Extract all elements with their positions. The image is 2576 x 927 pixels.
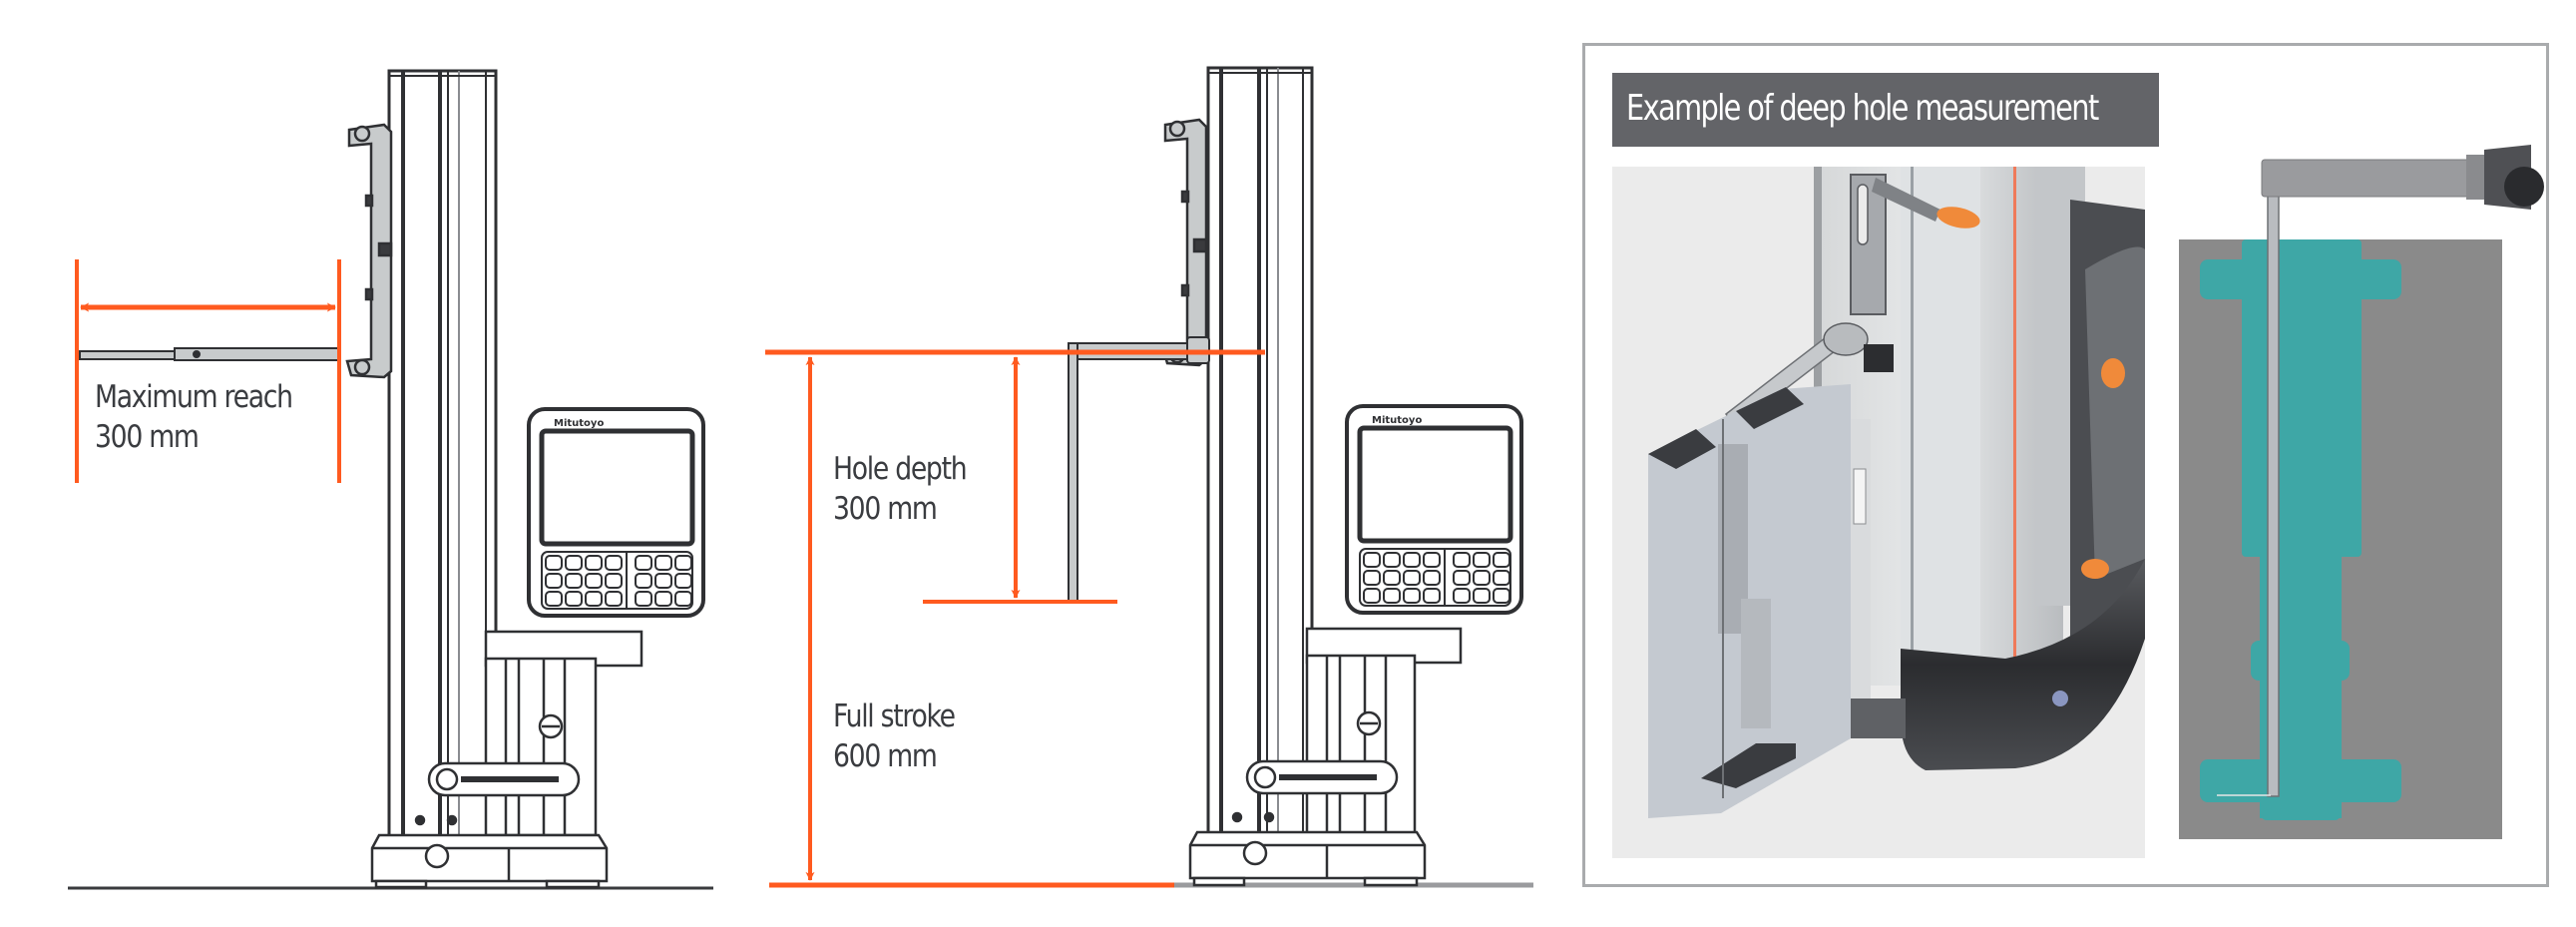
keypad-key bbox=[585, 591, 603, 607]
full-stroke-label-value: 600 mm bbox=[833, 738, 938, 774]
cross-section-probe bbox=[2217, 145, 2544, 797]
middle-column bbox=[1206, 66, 1314, 838]
keypad-key bbox=[635, 591, 652, 607]
hole-depth-label: Hole depth 300 mm bbox=[833, 449, 968, 529]
keypad-key bbox=[565, 555, 583, 571]
left-probe-arm bbox=[79, 347, 340, 361]
panel-title: Example of deep hole measurement bbox=[1626, 88, 2099, 129]
deep-hole-photo bbox=[1612, 167, 2145, 858]
keypad-key bbox=[1473, 552, 1491, 568]
keypad-key bbox=[585, 555, 603, 571]
middle-probe bbox=[1068, 336, 1210, 602]
middle-height-gauge: Mitutoyo bbox=[765, 66, 1533, 888]
left-height-gauge: Mitutoyo bbox=[68, 69, 713, 890]
keypad-key bbox=[1493, 588, 1510, 604]
middle-display-keypad bbox=[1363, 552, 1510, 604]
keypad-key bbox=[1403, 552, 1421, 568]
keypad-key bbox=[545, 573, 563, 589]
keypad-key bbox=[635, 555, 652, 571]
keypad-key bbox=[1363, 588, 1381, 604]
stroke-dimensions bbox=[765, 349, 1265, 888]
hole-depth-label-value: 300 mm bbox=[833, 491, 938, 527]
keypad-key bbox=[605, 573, 623, 589]
full-stroke-label-title: Full stroke bbox=[833, 698, 956, 734]
max-reach-label-value: 300 mm bbox=[95, 419, 200, 455]
keypad-key bbox=[1383, 570, 1401, 586]
left-display-brand: Mitutoyo bbox=[554, 418, 604, 429]
keypad-key bbox=[545, 555, 563, 571]
max-reach-dimension bbox=[75, 259, 341, 483]
keypad-key bbox=[1363, 570, 1381, 586]
keypad-key bbox=[1423, 570, 1441, 586]
middle-slider-bracket bbox=[1161, 118, 1208, 367]
full-stroke-label: Full stroke 600 mm bbox=[833, 696, 956, 776]
keypad-key bbox=[654, 555, 672, 571]
keypad-key bbox=[1453, 552, 1471, 568]
max-reach-label-title: Maximum reach bbox=[95, 379, 293, 415]
keypad-key bbox=[1493, 570, 1510, 586]
keypad-key bbox=[1493, 552, 1510, 568]
deep-hole-example-panel bbox=[1582, 43, 2549, 887]
keypad-key bbox=[1473, 570, 1491, 586]
keypad-key bbox=[1453, 588, 1471, 604]
keypad-key bbox=[1403, 588, 1421, 604]
keypad-key bbox=[1423, 588, 1441, 604]
keypad-key bbox=[654, 573, 672, 589]
keypad-key bbox=[1423, 552, 1441, 568]
deep-hole-cross-section bbox=[2179, 145, 2544, 839]
hole-depth-label-title: Hole depth bbox=[833, 451, 968, 487]
keypad-key bbox=[1403, 570, 1421, 586]
keypad-key bbox=[1453, 570, 1471, 586]
keypad-key bbox=[585, 573, 603, 589]
left-display-keypad bbox=[545, 555, 692, 607]
keypad-key bbox=[674, 573, 692, 589]
keypad-key bbox=[674, 555, 692, 571]
keypad-key bbox=[605, 591, 623, 607]
middle-display-brand: Mitutoyo bbox=[1372, 415, 1422, 426]
keypad-key bbox=[1383, 588, 1401, 604]
keypad-key bbox=[635, 573, 652, 589]
keypad-key bbox=[545, 591, 563, 607]
middle-base bbox=[1188, 830, 1427, 887]
keypad-key bbox=[1363, 552, 1381, 568]
panel-title-box: Example of deep hole measurement bbox=[1612, 73, 2159, 147]
left-base bbox=[370, 833, 609, 889]
middle-display-unit: Mitutoyo bbox=[1345, 404, 1523, 615]
keypad-key bbox=[605, 555, 623, 571]
keypad-key bbox=[565, 591, 583, 607]
keypad-key bbox=[1383, 552, 1401, 568]
keypad-key bbox=[654, 591, 672, 607]
middle-lower-housing bbox=[1231, 627, 1463, 835]
keypad-key bbox=[565, 573, 583, 589]
max-reach-label: Maximum reach 300 mm bbox=[95, 377, 293, 457]
left-display-unit: Mitutoyo bbox=[527, 407, 705, 618]
keypad-key bbox=[674, 591, 692, 607]
left-column bbox=[387, 69, 498, 839]
keypad-key bbox=[1473, 588, 1491, 604]
left-lower-housing bbox=[414, 630, 644, 837]
left-slider-bracket bbox=[345, 123, 393, 379]
